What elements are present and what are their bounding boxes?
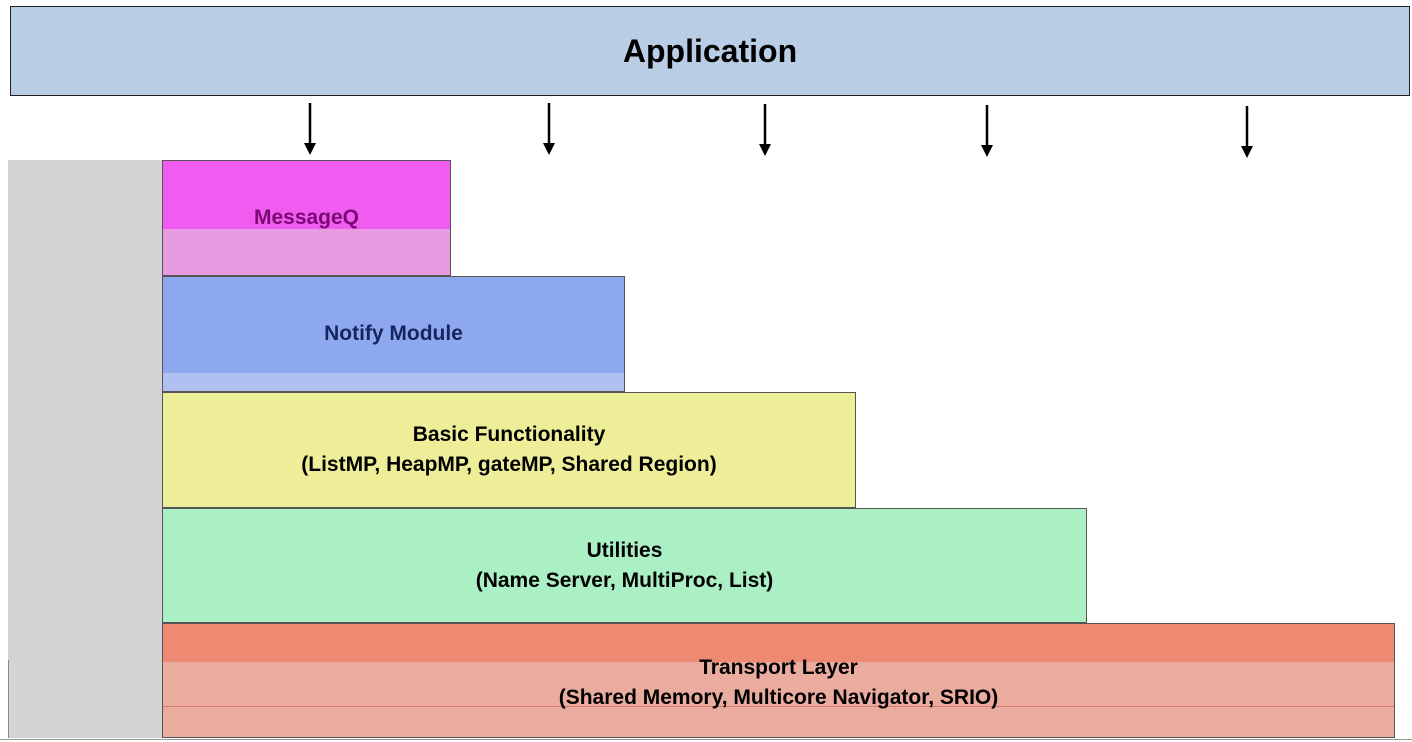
messageq-title: MessageQ — [253, 206, 360, 229]
notify-title: Notify Module — [324, 322, 463, 345]
down-arrow-icon — [759, 104, 771, 156]
down-arrow-icon — [981, 105, 993, 157]
basic-title: Basic Functionality — [412, 423, 606, 446]
notify-module-layer: Notify Module — [162, 276, 625, 392]
notify-lower-band — [163, 373, 624, 391]
down-arrow-icon — [304, 103, 316, 155]
transport-divider — [163, 706, 1394, 707]
transport-title: Transport Layer — [699, 655, 858, 679]
transport-layer: Transport Layer (Shared Memory, Multicor… — [162, 623, 1395, 738]
down-arrow-icon — [1241, 106, 1253, 158]
side-bar — [8, 160, 162, 738]
utilities-layer: Utilities (Name Server, MultiProc, List) — [162, 508, 1087, 623]
basic-subtitle: (ListMP, HeapMP, gateMP, Shared Region) — [301, 453, 717, 476]
application-layer: Application — [10, 6, 1410, 96]
application-label: Application — [622, 32, 798, 69]
down-arrow-icon — [543, 103, 555, 155]
utilities-subtitle: (Name Server, MultiProc, List) — [475, 568, 774, 592]
messageq-layer: MessageQ — [162, 160, 451, 276]
messageq-lower-band — [163, 229, 450, 275]
transport-upper-band — [163, 624, 1394, 662]
bottom-divider — [0, 739, 1412, 740]
basic-functionality-layer: Basic Functionality (ListMP, HeapMP, gat… — [162, 392, 856, 508]
transport-subtitle: (Shared Memory, Multicore Navigator, SRI… — [558, 685, 999, 709]
utilities-title: Utilities — [586, 538, 663, 562]
side-bar-edge — [8, 660, 9, 738]
